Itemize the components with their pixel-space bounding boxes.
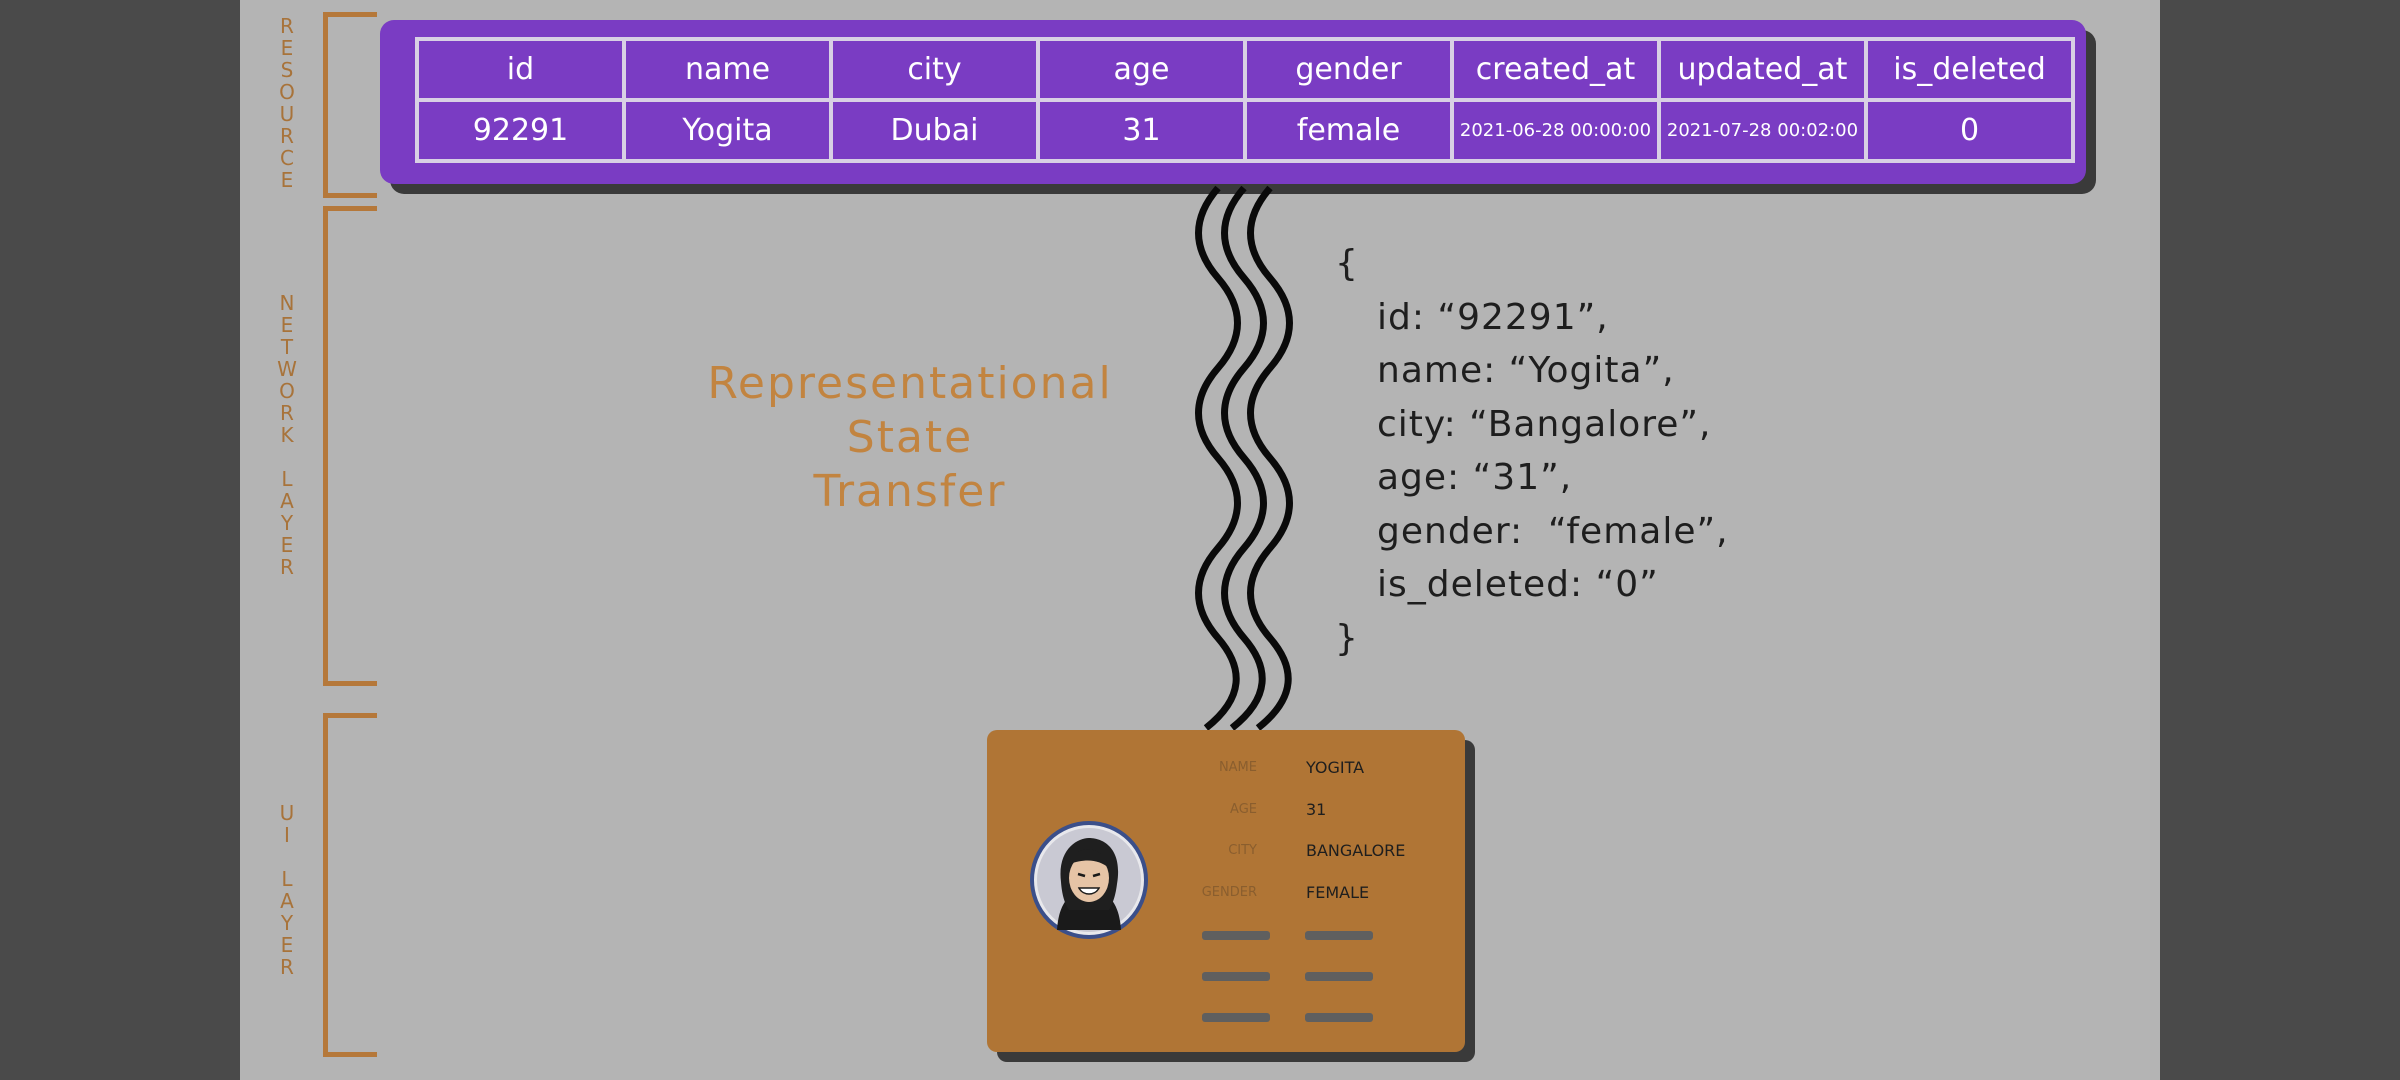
layer-label-letter: L — [281, 867, 293, 891]
json-line: gender: “female”, — [1377, 510, 1729, 552]
table-cell: female — [1243, 98, 1454, 163]
table-cell: 31 — [1036, 98, 1247, 163]
card-name-label: NAME — [1218, 760, 1257, 775]
json-payload: { id: “92291”, name: “Yogita”, city: “Ba… — [1335, 237, 1729, 665]
layer-label-letter: Y — [280, 911, 294, 935]
placeholder-bar — [1202, 1013, 1270, 1022]
wave-line — [1221, 185, 1267, 731]
placeholder-bar — [1305, 1013, 1373, 1022]
json-line: id: “92291”, — [1377, 296, 1609, 338]
rest-title-line: Transfer — [813, 466, 1007, 517]
card-city-value: BANGALORE — [1306, 841, 1406, 860]
resource-bracket — [323, 12, 377, 198]
network-bracket — [323, 206, 377, 686]
json-line: name: “Yogita”, — [1377, 350, 1675, 391]
card-gender-value: FEMALE — [1306, 883, 1370, 902]
table-cell: Dubai — [829, 98, 1040, 163]
layer-label-letter — [284, 446, 290, 468]
table-cell: 2021-06-28 00:00:00 — [1450, 98, 1661, 163]
id-card: NAME YOGITA AGE 31 CITY BANGALORE GENDER… — [987, 730, 1465, 1052]
table-header-cell: gender — [1243, 37, 1454, 102]
table-cell: 0 — [1864, 98, 2075, 163]
ui-bracket — [323, 713, 377, 1057]
table-header-cell: is_deleted — [1864, 37, 2075, 102]
layer-label-letter — [284, 846, 290, 868]
layer-label-letter: R — [280, 14, 294, 38]
resource-table-container: id name city age gender created_at updat… — [380, 20, 2086, 184]
placeholder-bar — [1202, 931, 1270, 940]
card-name-value: YOGITA — [1306, 758, 1365, 777]
network-wave-lines — [1195, 185, 1293, 731]
layer-label-letter: O — [279, 80, 295, 104]
json-line: is_deleted: “0” — [1377, 564, 1659, 605]
layer-label-letter: R — [280, 124, 294, 148]
layer-label-letter: E — [280, 36, 294, 60]
layer-label-letter: A — [280, 889, 294, 913]
rest-title-line: State — [846, 412, 974, 463]
layer-label-letter: R — [280, 401, 294, 425]
layer-label-letter: I — [284, 823, 290, 847]
wave-line — [1247, 185, 1293, 731]
table-header-cell: age — [1036, 37, 1247, 102]
layer-label-letter: O — [279, 379, 295, 403]
table-cell: 92291 — [415, 98, 626, 163]
layer-label-letter: S — [280, 58, 294, 82]
table-cell: 2021-07-28 00:02:00 — [1657, 98, 1868, 163]
table-header-cell: updated_at — [1657, 37, 1868, 102]
layer-label-letter: L — [281, 467, 293, 491]
layer-label-letter: U — [279, 102, 295, 126]
table-header-row: id name city age gender created_at updat… — [415, 37, 2075, 102]
avatar-icon — [1030, 821, 1148, 939]
table-header-cell: id — [415, 37, 626, 102]
card-city-label: CITY — [1228, 843, 1257, 858]
layer-label-letter: W — [277, 357, 297, 381]
card-gender-label: GENDER — [1201, 885, 1257, 900]
table-cell: Yogita — [622, 98, 833, 163]
layer-label-letter: R — [280, 555, 294, 579]
json-line: age: “31”, — [1377, 457, 1573, 498]
rest-title-line: Representational — [707, 358, 1113, 409]
placeholder-bar — [1305, 931, 1373, 940]
table-header-cell: name — [622, 37, 833, 102]
table-row: 92291 Yogita Dubai 31 female 2021-06-28 … — [415, 98, 2075, 163]
json-close-brace: } — [1335, 617, 1359, 659]
layer-label-letter: C — [280, 146, 294, 170]
layer-label-letter: A — [280, 489, 294, 513]
placeholder-bar — [1305, 972, 1373, 981]
layer-label-letter: Y — [280, 511, 294, 535]
layer-label-letter: E — [280, 168, 294, 192]
wave-line — [1195, 185, 1241, 731]
resource-table: id name city age gender created_at updat… — [415, 37, 2075, 163]
layer-label-letter: E — [280, 533, 294, 557]
card-age-label: AGE — [1230, 802, 1257, 817]
card-age-value: 31 — [1306, 800, 1327, 819]
layer-label-letter: R — [280, 955, 294, 979]
placeholder-bar — [1202, 972, 1270, 981]
table-header-cell: city — [829, 37, 1040, 102]
json-line: city: “Bangalore”, — [1377, 403, 1712, 445]
table-header-cell: created_at — [1450, 37, 1661, 102]
layer-label-letter: T — [280, 335, 294, 359]
json-open-brace: { — [1335, 243, 1359, 284]
layer-label-letter: K — [280, 423, 294, 447]
layer-label-letter: U — [279, 801, 295, 825]
rest-title: Representational State Transfer — [660, 357, 1160, 519]
layer-label-letter: N — [279, 291, 295, 315]
layer-label-letter: E — [280, 933, 294, 957]
layer-label-letter: E — [280, 313, 294, 337]
